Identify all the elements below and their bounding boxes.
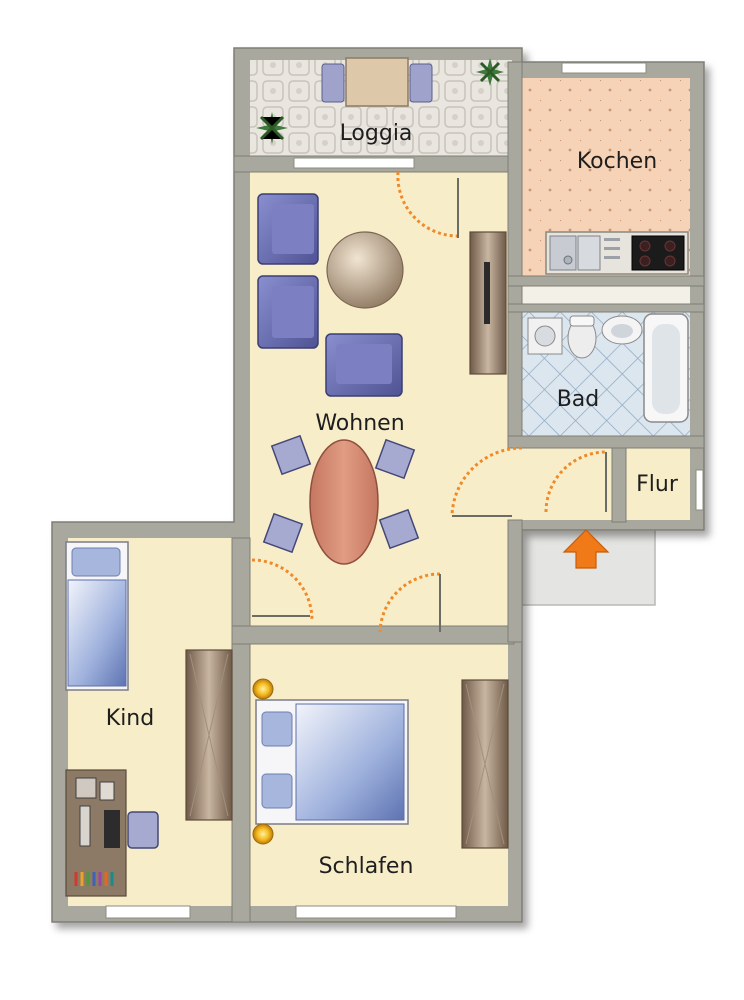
wohnen-furniture xyxy=(257,193,507,565)
lamp-icon xyxy=(252,678,274,700)
hall-floor xyxy=(508,440,618,520)
dining-chairs xyxy=(262,434,420,554)
room-label-wohnen: Wohnen xyxy=(315,411,404,436)
windows xyxy=(105,62,704,919)
plant-icon xyxy=(256,112,288,144)
entrance-arrow-icon xyxy=(562,529,610,569)
kind-furniture xyxy=(65,541,233,897)
bathroom-fixtures xyxy=(527,313,689,423)
desk-chair xyxy=(127,811,159,849)
plant-icon xyxy=(476,58,504,86)
flur-floor xyxy=(626,448,690,520)
door-leaves xyxy=(252,178,607,632)
kitchen-counter xyxy=(545,231,689,275)
room-label-flur: Flur xyxy=(636,472,679,497)
room-label-kind: Kind xyxy=(106,706,154,731)
loggia-furniture xyxy=(256,57,504,144)
lamp-icon xyxy=(252,823,274,845)
schlafen-furniture xyxy=(252,678,509,849)
room-label-schlafen: Schlafen xyxy=(319,854,414,879)
door-swings xyxy=(251,171,607,633)
room-label-kochen: Kochen xyxy=(577,149,657,174)
room-label-bad: Bad xyxy=(557,387,600,412)
room-label-loggia: Loggia xyxy=(340,121,413,146)
coffee-table xyxy=(326,231,404,309)
dining-table xyxy=(309,439,379,565)
schrank-floor xyxy=(522,285,690,305)
